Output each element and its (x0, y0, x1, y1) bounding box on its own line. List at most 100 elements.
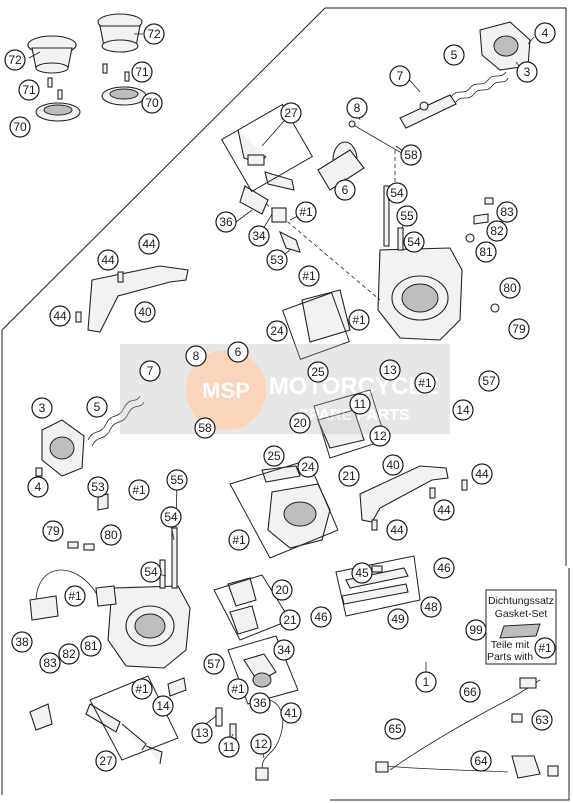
svg-text:79: 79 (512, 322, 526, 336)
svg-text:65: 65 (388, 722, 402, 736)
callout-6: 6 (334, 179, 356, 201)
callout-21: 21 (279, 609, 301, 631)
callout-7: 7 (139, 360, 161, 382)
callout-58: 58 (194, 417, 216, 439)
callout-82: 82 (58, 643, 80, 665)
svg-text:48: 48 (424, 600, 438, 614)
callout-54: 54 (140, 561, 162, 583)
svg-text:#1: #1 (132, 483, 146, 497)
callout-hash1: #1 (64, 585, 86, 607)
callout-1: 1 (415, 671, 437, 693)
callout-hash1: #1 (228, 529, 250, 551)
callout-14: 14 (452, 399, 474, 421)
svg-text:63: 63 (535, 713, 549, 727)
callout-13: 13 (191, 722, 213, 744)
svg-text:44: 44 (475, 467, 489, 481)
callout-79: 79 (42, 520, 64, 542)
callout-6: 6 (227, 341, 249, 363)
svg-text:14: 14 (456, 403, 470, 417)
svg-text:3: 3 (39, 401, 46, 415)
svg-text:#1: #1 (232, 533, 246, 547)
svg-text:53: 53 (91, 480, 105, 494)
svg-text:14: 14 (156, 699, 170, 713)
svg-text:53: 53 (270, 253, 284, 267)
svg-text:44: 44 (101, 253, 115, 267)
callout-81: 81 (80, 635, 102, 657)
callout-55: 55 (396, 205, 418, 227)
callout-53: 53 (266, 249, 288, 271)
svg-text:6: 6 (342, 183, 349, 197)
svg-text:70: 70 (145, 96, 159, 110)
svg-text:41: 41 (284, 706, 298, 720)
svg-text:7: 7 (397, 69, 404, 83)
svg-text:36: 36 (253, 696, 267, 710)
watermark: MSP MOTORCYCLE SPARE PARTS (120, 344, 450, 434)
svg-text:82: 82 (490, 224, 504, 238)
svg-text:21: 21 (342, 469, 356, 483)
callout-3: 3 (31, 397, 53, 419)
svg-text:57: 57 (207, 657, 221, 671)
svg-text:#1: #1 (418, 376, 432, 390)
callout-20: 20 (289, 412, 311, 434)
svg-text:72: 72 (147, 27, 161, 41)
svg-text:13: 13 (383, 363, 397, 377)
svg-text:49: 49 (391, 612, 405, 626)
svg-text:58: 58 (198, 421, 212, 435)
callout-38: 38 (11, 631, 33, 653)
callout-3: 3 (516, 61, 538, 83)
gasket-box-line4: Parts with (487, 651, 533, 663)
callout-80: 80 (499, 277, 521, 299)
callout-46: 46 (310, 606, 332, 628)
callout-66: 66 (459, 681, 481, 703)
callout-44: 44 (138, 233, 160, 255)
callout-4: 4 (27, 476, 49, 498)
svg-text:81: 81 (84, 639, 98, 653)
svg-text:44: 44 (390, 523, 404, 537)
svg-text:#1: #1 (68, 589, 82, 603)
svg-text:99: 99 (469, 623, 483, 637)
gasket-set-box: Dichtungssatz Gasket-Set Teile mit Parts… (485, 589, 557, 665)
callout-71: 71 (18, 79, 40, 101)
callout-36: 36 (249, 692, 271, 714)
callout-11: 11 (349, 393, 371, 415)
callout-99: 99 (465, 619, 487, 641)
svg-text:20: 20 (275, 583, 289, 597)
callout-12: 12 (250, 733, 272, 755)
svg-text:70: 70 (13, 120, 27, 134)
callout-53: 53 (87, 476, 109, 498)
callout-54: 54 (403, 231, 425, 253)
svg-text:24: 24 (270, 324, 284, 338)
callout-71: 71 (131, 61, 153, 83)
svg-text:12: 12 (373, 429, 387, 443)
svg-text:46: 46 (437, 561, 451, 575)
callout-57: 57 (478, 370, 500, 392)
parts-artwork (27, 13, 559, 781)
svg-text:57: 57 (482, 374, 496, 388)
callout-hash1: #1 (414, 372, 436, 394)
brand-logo (499, 623, 541, 639)
gasket-box-badge: #1 (534, 637, 556, 659)
diagram-frames (1, 7, 570, 801)
svg-text:20: 20 (293, 416, 307, 430)
svg-text:27: 27 (99, 754, 113, 768)
callout-7: 7 (389, 65, 411, 87)
svg-text:66: 66 (463, 685, 477, 699)
callout-27: 27 (95, 750, 117, 772)
callout-58: 58 (400, 144, 422, 166)
svg-text:#1: #1 (352, 313, 366, 327)
svg-text:8: 8 (354, 101, 361, 115)
svg-text:3: 3 (524, 65, 531, 79)
callout-34: 34 (248, 225, 270, 247)
callout-46: 46 (433, 557, 455, 579)
callout-70: 70 (9, 116, 31, 138)
callout-48: 48 (420, 596, 442, 618)
svg-text:34: 34 (252, 229, 266, 243)
svg-text:55: 55 (170, 473, 184, 487)
svg-text:80: 80 (503, 281, 517, 295)
callout-hash1: #1 (295, 201, 317, 223)
callout-55: 55 (166, 469, 188, 491)
gasket-box-line1: Dichtungssatz (488, 595, 554, 607)
svg-text:44: 44 (142, 237, 156, 251)
callout-63: 63 (531, 709, 553, 731)
